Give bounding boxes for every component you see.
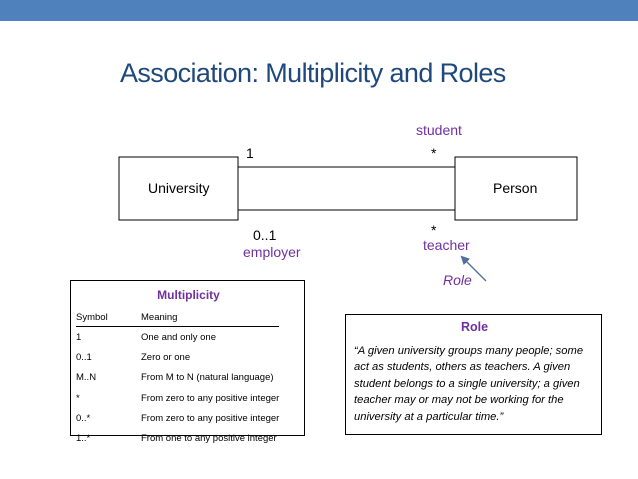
role-definition-title: Role xyxy=(460,320,489,334)
table-row: M..N From M to N (natural language) xyxy=(76,368,279,388)
table-row: 1 One and only one xyxy=(76,327,279,348)
table-row: 1..* From one to any positive integer xyxy=(76,428,279,448)
multiplicity-table: Symbol Meaning 1 One and only one 0..1 Z… xyxy=(76,308,280,449)
symbol-cell: 1..* xyxy=(76,433,91,445)
role-callout-arrow xyxy=(460,255,487,282)
meaning-cell: Zero or one xyxy=(141,351,191,363)
meaning-cell: From zero to any positive integer xyxy=(141,392,280,404)
table-row: 0..* From zero to any positive integer xyxy=(76,408,279,428)
top-bar xyxy=(0,0,638,21)
role-definition-text: “A given university groups many people; … xyxy=(354,345,584,423)
person-class-name: Person xyxy=(493,180,538,196)
symbol-cell: 1 xyxy=(76,331,82,343)
table-row: * From zero to any positive integer xyxy=(76,388,279,408)
multiplicity-top-left: 1 xyxy=(246,145,254,161)
symbol-cell: 0..* xyxy=(76,412,91,424)
university-class-box xyxy=(118,156,239,221)
meaning-cell: One and only one xyxy=(141,331,217,343)
multiplicity-bottom-right: * xyxy=(431,222,437,238)
symbol-cell: M..N xyxy=(76,372,97,384)
multiplicity-table-title: Multiplicity xyxy=(157,288,220,302)
table-row: 0..1 Zero or one xyxy=(76,347,279,367)
role-definition-panel: Role “A given university groups many peo… xyxy=(345,314,602,435)
symbol-cell: * xyxy=(76,392,80,404)
role-teacher-label: teacher xyxy=(423,237,470,253)
role-employer-label: employer xyxy=(243,244,301,260)
column-header-meaning: Meaning xyxy=(141,308,280,327)
multiplicity-table-panel: Multiplicity Symbol Meaning 1 One and on… xyxy=(70,280,305,444)
meaning-cell: From M to N (natural language) xyxy=(141,372,274,384)
multiplicity-bottom-left: 0..1 xyxy=(253,227,277,243)
page-title: Association: Multiplicity and Roles xyxy=(120,58,506,88)
table-header-row: Symbol Meaning xyxy=(76,308,280,327)
person-class-box xyxy=(454,156,578,221)
role-student-label: student xyxy=(416,122,462,138)
column-header-symbol: Symbol xyxy=(76,308,141,327)
multiplicity-top-right: * xyxy=(431,145,437,161)
meaning-cell: From one to any positive integer xyxy=(141,433,277,445)
university-class-name: University xyxy=(148,180,210,196)
role-callout-label: Role xyxy=(443,272,472,288)
meaning-cell: From zero to any positive integer xyxy=(141,412,280,424)
symbol-cell: 0..1 xyxy=(76,351,92,363)
